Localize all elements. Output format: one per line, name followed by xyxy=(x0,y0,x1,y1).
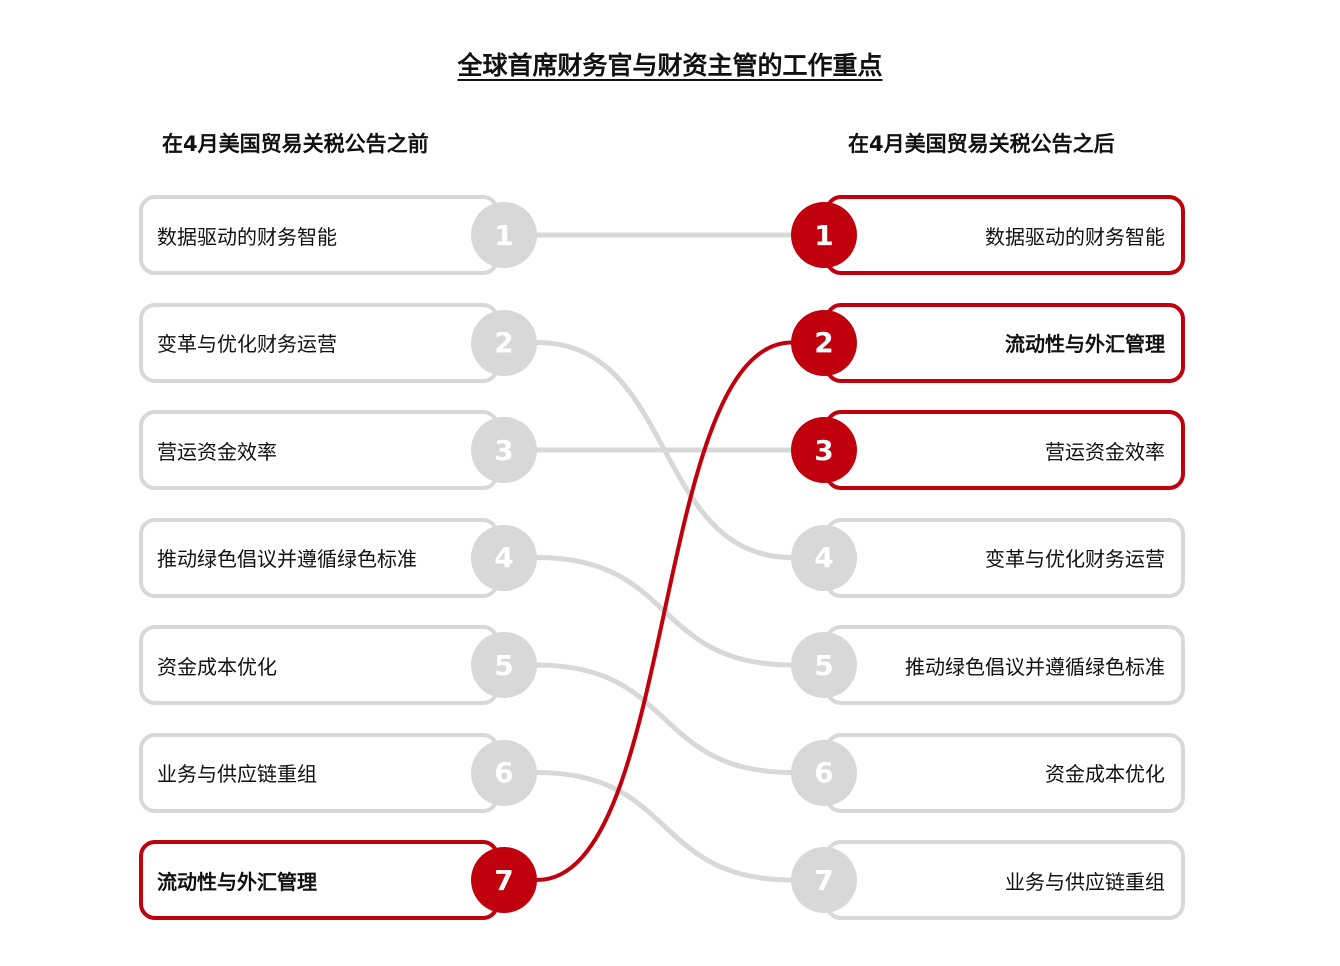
before-item: 业务与供应链重组 xyxy=(139,732,499,813)
after-item: 数据驱动的财务智能 xyxy=(825,195,1185,275)
rank-badge: 3 xyxy=(791,417,857,483)
rank-badge: 3 xyxy=(471,417,537,483)
item-label: 流动性与外汇管理 xyxy=(1005,332,1165,356)
after-item: 变革与优化财务运营 xyxy=(825,517,1185,598)
item-label: 数据驱动的财务智能 xyxy=(157,224,337,249)
item-label: 资金成本优化 xyxy=(1045,762,1165,786)
item-label: 流动性与外汇管理 xyxy=(157,869,317,894)
before-item: 数据驱动的财务智能 xyxy=(139,195,499,275)
highlight-connector xyxy=(535,340,794,882)
page-title: 全球首席财务官与财资主管的工作重点 xyxy=(457,51,883,80)
item-label: 推动绿色倡议并遵循绿色标准 xyxy=(905,654,1165,679)
rank-badge: 5 xyxy=(471,632,537,698)
after-item: 营运资金效率 xyxy=(825,410,1185,490)
after-heading: 在4月美国贸易关税公告之后 xyxy=(848,132,1115,156)
rank-badge: 2 xyxy=(791,309,857,376)
item-label: 营运资金效率 xyxy=(1045,439,1165,464)
after-item: 推动绿色倡议并遵循绿色标准 xyxy=(825,625,1185,705)
item-label: 资金成本优化 xyxy=(157,654,277,679)
before-item: 资金成本优化 xyxy=(139,625,499,705)
item-label: 推动绿色倡议并遵循绿色标准 xyxy=(157,547,417,571)
before-heading: 在4月美国贸易关税公告之前 xyxy=(162,132,429,156)
rank-badge: 1 xyxy=(471,202,537,268)
item-label: 业务与供应链重组 xyxy=(1005,869,1165,894)
item-label: 数据驱动的财务智能 xyxy=(985,224,1165,249)
before-item: 变革与优化财务运营 xyxy=(139,302,499,383)
rank-badge: 6 xyxy=(471,739,537,806)
connector-line xyxy=(534,770,795,883)
item-label: 营运资金效率 xyxy=(157,439,277,464)
after-item: 资金成本优化 xyxy=(825,732,1185,813)
rank-badge: 1 xyxy=(791,202,857,268)
item-label: 业务与供应链重组 xyxy=(157,762,317,786)
rank-badge: 4 xyxy=(471,524,537,591)
after-item: 业务与供应链重组 xyxy=(825,840,1185,920)
before-item: 营运资金效率 xyxy=(139,410,499,490)
after-item: 流动性与外汇管理 xyxy=(825,302,1185,383)
rank-badge: 7 xyxy=(471,847,537,913)
before-item: 流动性与外汇管理 xyxy=(139,840,499,920)
rank-badge: 2 xyxy=(471,309,537,376)
rank-badge: 6 xyxy=(791,739,857,806)
rank-badge: 5 xyxy=(791,632,857,698)
before-item: 推动绿色倡议并遵循绿色标准 xyxy=(139,517,499,598)
rank-badge: 4 xyxy=(791,524,857,591)
rank-badge: 7 xyxy=(791,847,857,913)
item-label: 变革与优化财务运营 xyxy=(985,547,1165,571)
item-label: 变革与优化财务运营 xyxy=(157,332,337,356)
connector-line xyxy=(534,662,795,775)
